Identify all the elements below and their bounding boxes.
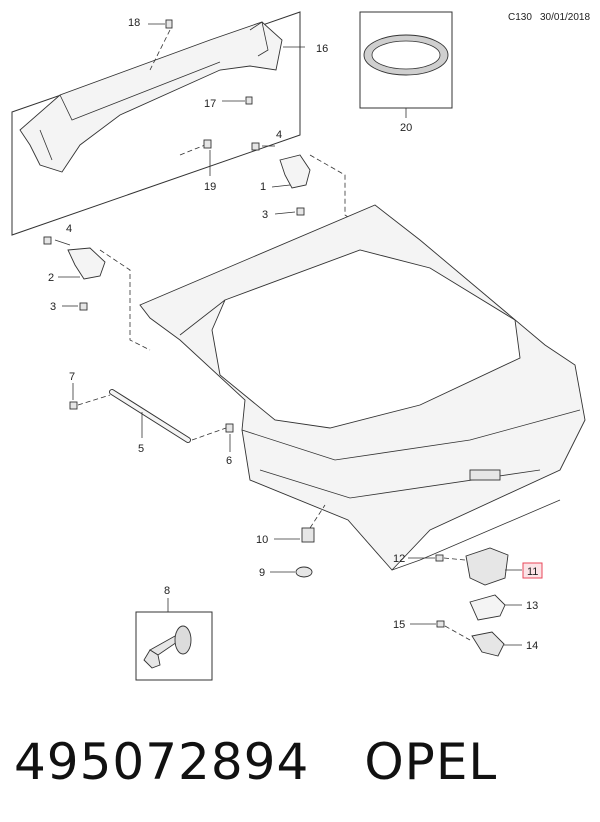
callout-13: 13 (526, 600, 538, 612)
footer: 495072894 OPEL (14, 722, 594, 802)
bumper-10 (301, 527, 315, 543)
bolt-4-left (43, 236, 52, 245)
screw-12 (435, 554, 444, 562)
dash-7 (77, 394, 111, 406)
callout-4-left: 4 (66, 223, 72, 235)
ball-stud-6 (225, 423, 234, 433)
leader-4-left (54, 239, 71, 246)
latch-11 (465, 547, 509, 586)
dash-12 (443, 557, 466, 561)
callout-1: 1 (260, 181, 266, 193)
bushing-8 (143, 625, 192, 669)
callout-19: 19 (204, 181, 216, 193)
dash-15 (444, 625, 471, 641)
hinge-right (279, 154, 311, 189)
callout-12: 12 (393, 553, 405, 565)
callout-11: 11 (527, 566, 538, 578)
bolt-3-left (79, 302, 88, 311)
bolt-18 (165, 19, 173, 29)
bolt-4-right (251, 142, 260, 151)
dash-10 (309, 504, 326, 529)
leader-3-right (274, 211, 296, 215)
callout-7: 7 (69, 371, 75, 383)
clip-17 (245, 96, 253, 105)
bolt-3-right (296, 207, 305, 216)
callout-2: 2 (48, 272, 54, 284)
tailgate-emblem (469, 469, 501, 481)
screw-15 (436, 620, 445, 628)
tailgate-panel (139, 204, 586, 571)
diagram-date: 30/01/2018 (540, 12, 590, 23)
callout-15: 15 (393, 619, 405, 631)
dash-6 (191, 427, 227, 441)
rear-spoiler-part (19, 21, 283, 173)
ball-stud-7 (69, 401, 78, 410)
callout-6: 6 (226, 455, 232, 467)
callout-3-right: 3 (262, 209, 268, 221)
diagram-code: C130 (508, 12, 532, 23)
dash-hinge-left (99, 249, 151, 351)
callout-20: 20 (400, 122, 412, 134)
callout-18: 18 (128, 17, 140, 29)
striker-13 (469, 594, 506, 621)
seal-ring-part (363, 34, 449, 76)
switch-14 (471, 631, 505, 657)
plug-9 (295, 566, 313, 578)
brand-name: OPEL (364, 733, 498, 791)
hinge-left (67, 247, 106, 280)
callout-5: 5 (138, 443, 144, 455)
callout-11-highlight (522, 562, 543, 579)
leader-1 (271, 184, 291, 188)
part-number: 495072894 (14, 733, 310, 791)
callout-17: 17 (204, 98, 216, 110)
clip-19 (203, 139, 212, 149)
callout-3-left: 3 (50, 301, 56, 313)
callout-16: 16 (316, 43, 328, 55)
callout-8: 8 (164, 585, 170, 597)
dash-19 (179, 144, 206, 156)
callout-9: 9 (259, 567, 265, 579)
callout-4-right: 4 (276, 129, 282, 141)
callout-10: 10 (256, 534, 268, 546)
callout-14: 14 (526, 640, 538, 652)
inset-frame-8 (135, 611, 213, 681)
